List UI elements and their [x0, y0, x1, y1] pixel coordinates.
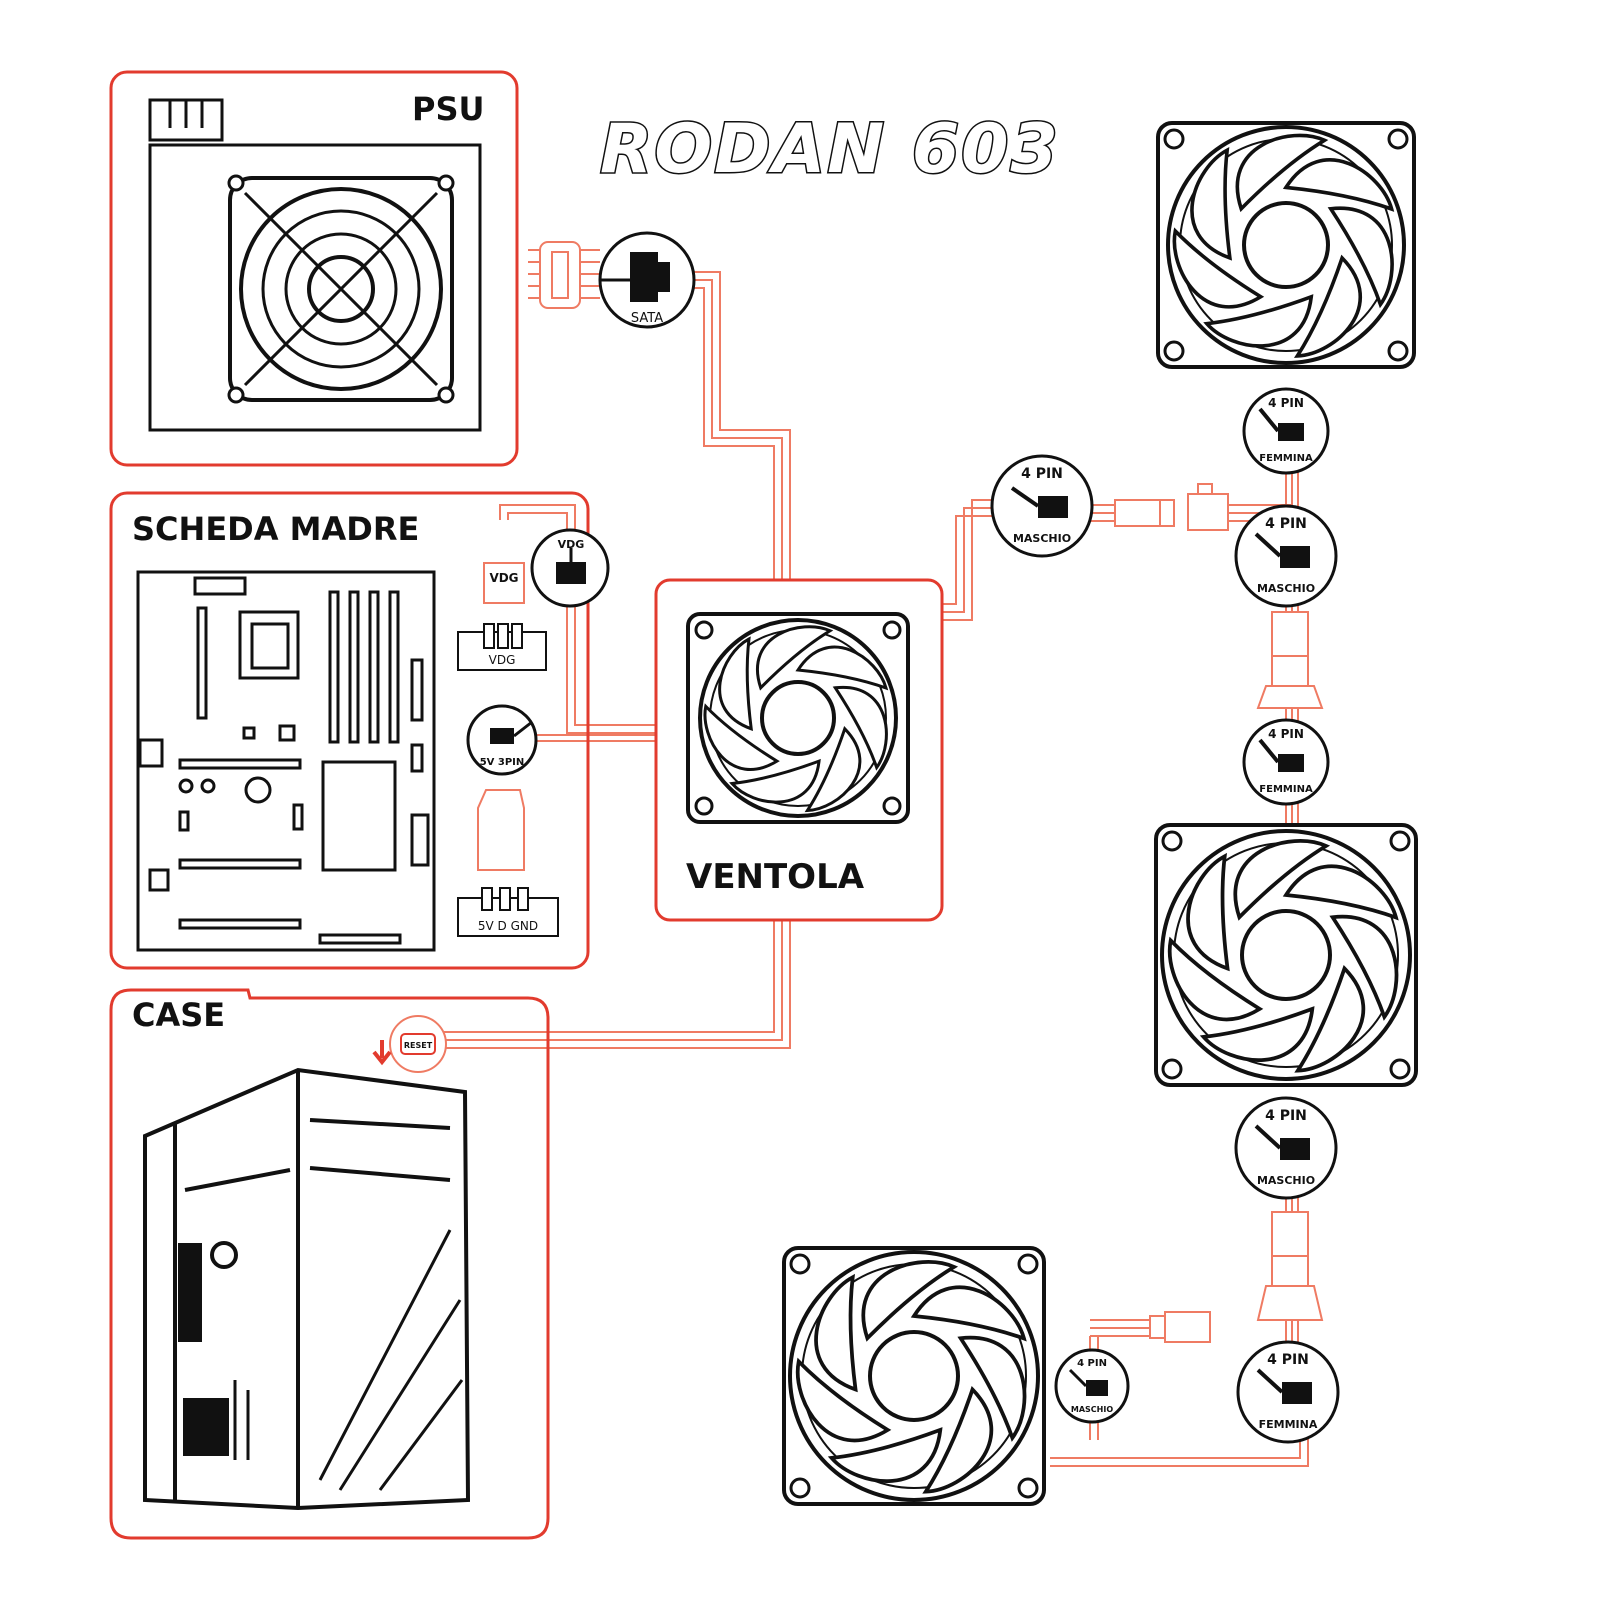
fan-bottom — [774, 1232, 1055, 1506]
case-section: CASE RESET — [109, 988, 550, 1540]
hub-fan-label: VENTOLA — [686, 857, 865, 897]
pin4-label: 4 PIN — [1021, 466, 1063, 482]
pin4-femmina-top: 4 PIN FEMMINA — [1242, 387, 1330, 475]
motherboard-label: SCHEDA MADRE — [132, 510, 419, 548]
pin4-label: 4 PIN — [1077, 1358, 1107, 1369]
fan-top-right — [1151, 107, 1421, 370]
argb-header: 5V D GND — [457, 789, 559, 937]
argb-badge-label: 5V 3PIN — [480, 757, 525, 768]
case-label: CASE — [132, 996, 225, 1034]
vdg-badge-label: VDG — [558, 538, 585, 551]
psu-fan-grille — [227, 174, 455, 404]
plug-shapes — [1114, 483, 1324, 1343]
sata-connector-badge: SATA — [598, 231, 696, 329]
pin4-maschio-chain-1: 4 PIN MASCHIO — [1234, 504, 1338, 608]
femmina-label: FEMMINA — [1259, 1418, 1318, 1431]
pin4-label: 4 PIN — [1268, 396, 1304, 410]
maschio-label: MASCHIO — [1257, 1174, 1315, 1187]
pc-case-drawing — [143, 1067, 471, 1511]
reset-button-badge: RESET — [372, 1015, 447, 1073]
motherboard-section: SCHEDA MADRE — [109, 491, 610, 970]
femmina-label: FEMMINA — [1259, 784, 1313, 795]
argb-header-label: 5V D GND — [478, 919, 538, 933]
pin4-maschio-chain-2: 4 PIN MASCHIO — [1234, 1096, 1338, 1200]
fan-middle-right — [1146, 811, 1427, 1087]
pin4-label: 4 PIN — [1265, 1108, 1307, 1124]
psu-label: PSU — [412, 90, 484, 128]
maschio-label: MASCHIO — [1071, 1405, 1113, 1414]
vdg-header: VDG VDG — [457, 562, 547, 671]
pin4-label: 4 PIN — [1268, 727, 1304, 741]
pin4-femmina-bottom: 4 PIN FEMMINA — [1236, 1340, 1340, 1444]
argb-connector-badge: 5V 3PIN — [466, 704, 538, 776]
pin4-maschio-bottom-fan: 4 PIN MASCHIO — [1054, 1348, 1130, 1424]
pin4-label: 4 PIN — [1267, 1352, 1309, 1368]
diagram-title: RODAN 603 — [600, 110, 1060, 189]
pin4-label: 4 PIN — [1265, 516, 1307, 532]
vdg-plug-label: VDG — [489, 571, 518, 585]
motherboard-board — [136, 570, 436, 952]
vdg-header-label: VDG — [489, 653, 516, 667]
femmina-label: FEMMINA — [1259, 453, 1313, 464]
maschio-label: MASCHIO — [1013, 532, 1071, 545]
pin4-maschio-hub: 4 PIN MASCHIO — [990, 454, 1094, 558]
pin4-femmina-middle: 4 PIN FEMMINA — [1242, 718, 1330, 806]
hub-fan-section: VENTOLA — [654, 578, 944, 922]
sata-label: SATA — [631, 311, 663, 326]
reset-label: RESET — [404, 1041, 433, 1050]
psu-section: PSU — [109, 70, 581, 467]
maschio-label: MASCHIO — [1257, 582, 1315, 595]
vdg-connector-badge: VDG — [530, 528, 610, 608]
hub-fan-icon — [686, 603, 911, 824]
